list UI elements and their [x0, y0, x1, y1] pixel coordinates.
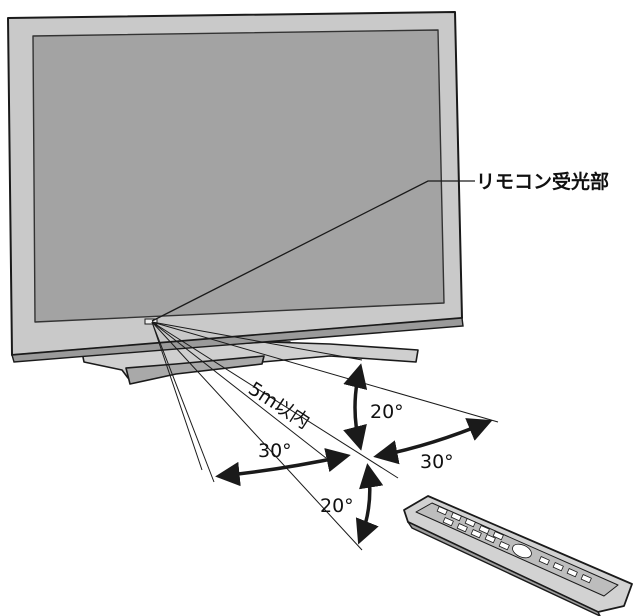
range-lines — [151, 321, 499, 551]
left-horizontal-arrow — [215, 448, 351, 487]
distance-label: 5m以内 — [244, 378, 314, 434]
left-horizontal-angle-label: 30° — [258, 440, 292, 462]
angle-arrows — [215, 363, 493, 545]
upper-vertical-angle-label: 20° — [370, 401, 404, 423]
remote-buttons — [436, 506, 592, 584]
lower-vertical-arrow — [355, 463, 384, 545]
right-horizontal-angle-label: 30° — [420, 451, 454, 473]
right-horizontal-arrow — [373, 418, 493, 465]
remote-sensor — [144, 318, 158, 325]
upper-vertical-arrow — [343, 363, 368, 451]
callout-leader-line — [151, 180, 475, 322]
tv-set — [7, 11, 464, 363]
tv-screen — [32, 29, 445, 323]
remote-sensor-label: リモコン受光部 — [476, 170, 609, 193]
lower-vertical-angle-label: 20° — [320, 495, 354, 517]
remote-control — [403, 495, 633, 616]
tv-stand — [81, 341, 419, 385]
